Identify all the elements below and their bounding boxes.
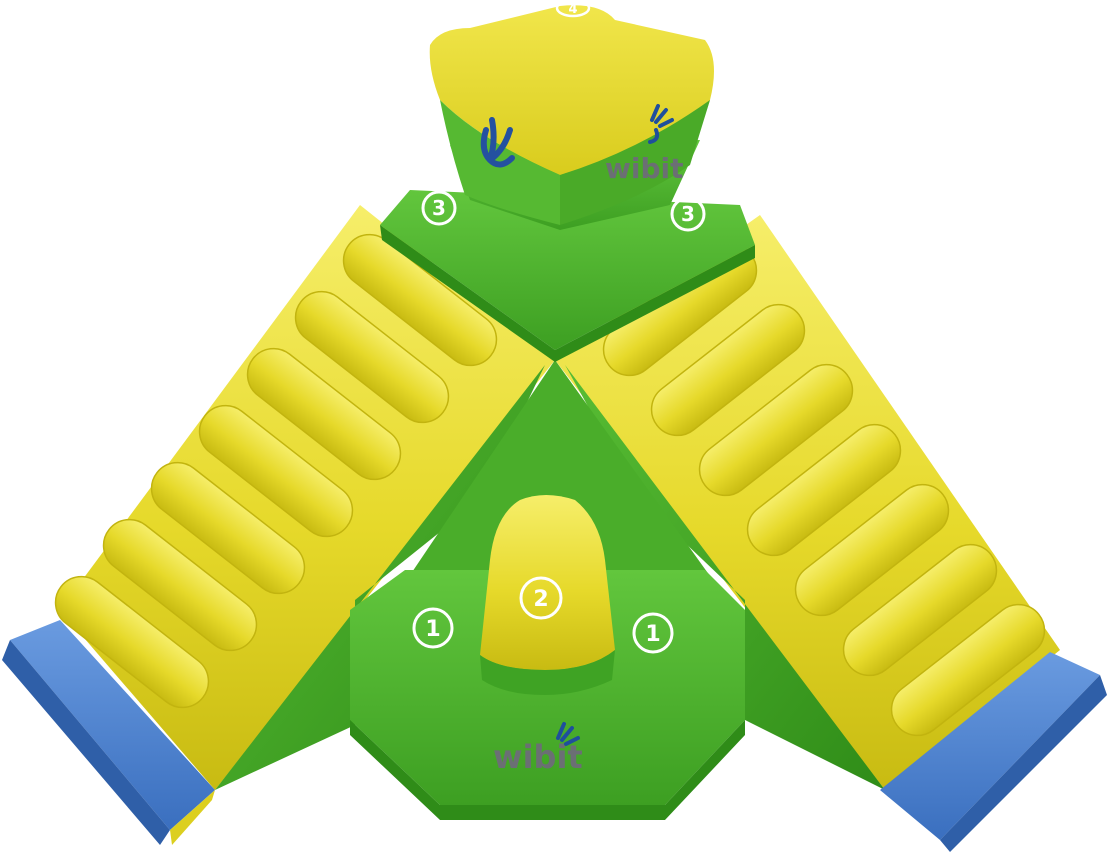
svg-text:3: 3: [681, 202, 695, 226]
number-marker-lower-left: 1: [412, 607, 454, 649]
frog-hand-icon: [648, 104, 674, 144]
number-marker-center-pad: 2: [519, 576, 563, 620]
ladder-rung: [246, 347, 402, 481]
ladder-rung: [746, 423, 902, 557]
svg-text:2: 2: [533, 587, 548, 612]
number-marker-lower-right: 1: [632, 612, 674, 654]
center-pad: [480, 495, 615, 695]
ladder-rung: [150, 461, 306, 595]
ladder-rung: [890, 603, 1046, 737]
frog-hand-icon: [480, 117, 515, 168]
svg-text:1: 1: [425, 617, 440, 642]
ladder-rung: [342, 233, 498, 367]
number-marker-upper-right: 3: [670, 196, 706, 232]
svg-text:3: 3: [432, 196, 446, 220]
left-ladder-rungs: [54, 233, 498, 709]
svg-text:1: 1: [645, 622, 660, 647]
number-marker-upper-left: 3: [421, 190, 457, 226]
svg-text:wibit: wibit: [605, 152, 684, 185]
ladder-rung: [794, 483, 950, 617]
ladder-rung: [842, 543, 998, 677]
right-landing-pad: [880, 652, 1107, 852]
ladder-rung: [294, 290, 450, 424]
ladder-rung: [198, 404, 354, 538]
wibit-logo-center: wibit: [493, 722, 583, 776]
top-tower: [429, 5, 714, 230]
ladder-rung: [698, 363, 854, 497]
right-ladder-rungs: [602, 243, 1046, 737]
number-marker-top: 4: [555, 0, 591, 18]
svg-text:4: 4: [568, 2, 577, 17]
top-platform: [380, 190, 755, 362]
ladder-rung: [102, 518, 258, 652]
ladder-rung: [650, 303, 806, 437]
frog-hand-icon: [556, 722, 580, 746]
center-triangle-face: [400, 360, 720, 590]
left-landing-pad: [2, 620, 215, 845]
ladder-rung: [54, 575, 210, 709]
wibit-logo-tower: wibit: [605, 104, 684, 185]
